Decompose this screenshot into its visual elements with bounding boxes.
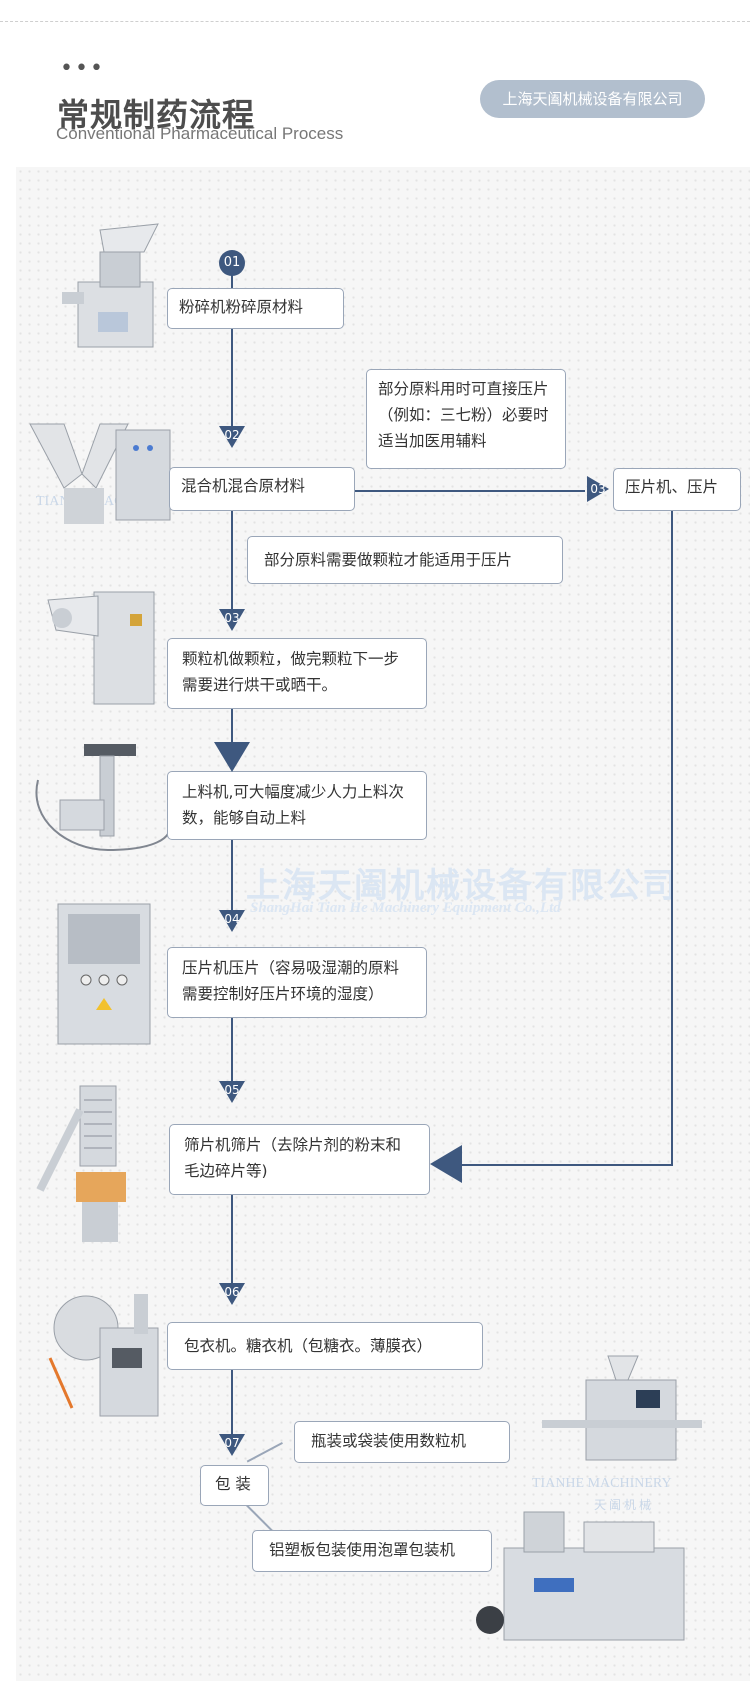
step-03-badge: 03 <box>224 611 240 625</box>
step-03-arrow-icon <box>219 609 245 631</box>
connector <box>462 1164 673 1166</box>
connector <box>355 490 585 492</box>
branch-return-arrow-icon <box>430 1145 462 1183</box>
connector <box>231 709 233 742</box>
note-bottle-box: 瓶装或袋装使用数粒机 <box>294 1421 510 1463</box>
blister-packing-machine-icon <box>476 1511 685 1641</box>
step-07-text: 包 装 <box>215 1475 251 1493</box>
branch-box: 压片机、压片 <box>613 468 741 511</box>
step-06-arrow-icon <box>219 1283 245 1305</box>
watermark-brand-2-cn: 天 阖 机 械 <box>594 1498 652 1512</box>
connector <box>231 1018 233 1081</box>
watermark-company-cn: 上海天阖机械设备有限公司 <box>246 866 678 906</box>
company-badge: 上海天阖机械设备有限公司 <box>480 80 705 118</box>
mixer-machine-icon <box>29 423 171 524</box>
step-03-box: 颗粒机做颗粒，做完颗粒下一步需要进行烘干或晒干。 <box>167 638 427 709</box>
step-01-box: 粉碎机粉碎原材料 <box>167 288 344 329</box>
watermark-brand-2: TIANHE MACHINERY <box>532 1476 672 1491</box>
counting-machine-icon <box>542 1355 702 1461</box>
step-07-arrow-icon <box>219 1434 245 1456</box>
step-05-arrow-icon <box>219 1081 245 1103</box>
step-06-text: 包衣机。糖衣机（包糖衣。薄膜衣） <box>184 1337 433 1355</box>
note-granule-text: 部分原料需要做颗粒才能适用于压片 <box>264 551 513 569</box>
step-04-text: 压片机压片（容易吸湿潮的原料需要控制好压片环境的湿度） <box>182 959 400 1003</box>
step-02-arrow-icon <box>219 426 245 448</box>
feeder-text: 上料机,可大幅度减少人力上料次数，能够自动上料 <box>182 783 404 827</box>
page-subtitle: Conventional Pharmaceutical Process <box>56 124 344 143</box>
watermark-company-en: ShangHai Tian He Machinery Equipment Co.… <box>250 900 561 916</box>
connector <box>231 840 233 910</box>
granulator-machine-icon <box>47 591 155 705</box>
note-blister-box: 铝塑板包装使用泡罩包装机 <box>252 1530 492 1572</box>
connector <box>231 329 233 426</box>
note-direct-text: 部分原料用时可直接压片（例如：三七粉）必要时适当加医用辅料 <box>378 380 549 450</box>
step-07-box: 包 装 <box>200 1465 269 1506</box>
feeder-box: 上料机,可大幅度减少人力上料次数，能够自动上料 <box>167 771 427 840</box>
step-02-box: 混合机混合原材料 <box>169 467 355 511</box>
feeder-machine-icon <box>35 744 171 852</box>
step-01-text: 粉碎机粉碎原材料 <box>179 298 304 316</box>
step-01-badge: 01 <box>219 250 245 276</box>
header-dots: ••• <box>60 56 105 81</box>
note-direct-box: 部分原料用时可直接压片（例如：三七粉）必要时适当加医用辅料 <box>366 369 566 469</box>
note-blister-text: 铝塑板包装使用泡罩包装机 <box>269 1541 456 1559</box>
step-04-badge: 04 <box>224 912 240 926</box>
step-07-badge: 07 <box>224 1436 240 1450</box>
deduster-machine-icon <box>36 1085 126 1242</box>
step-03-text: 颗粒机做颗粒，做完颗粒下一步需要进行烘干或晒干。 <box>182 650 400 694</box>
tablet-press-machine-icon <box>57 903 151 1045</box>
step-05-box: 筛片机筛片（去除片剂的粉末和毛边碎片等) <box>169 1124 430 1195</box>
feeder-arrow-icon <box>214 742 250 772</box>
page-title: 常规制药流程 <box>57 96 256 134</box>
step-02-text: 混合机混合原材料 <box>181 477 306 495</box>
step-05-text: 筛片机筛片（去除片剂的粉末和毛边碎片等) <box>184 1136 402 1180</box>
connector <box>671 511 673 1165</box>
connector <box>231 1195 233 1283</box>
connector <box>231 1350 233 1434</box>
pulverizer-machine-icon <box>62 223 159 348</box>
branch-badge: 03 <box>590 482 606 496</box>
step-06-badge: 06 <box>224 1285 240 1299</box>
connector <box>231 511 233 609</box>
branch-text: 压片机、压片 <box>625 478 719 496</box>
step-06-box: 包衣机。糖衣机（包糖衣。薄膜衣） <box>167 1322 483 1370</box>
step-04-box: 压片机压片（容易吸湿潮的原料需要控制好压片环境的湿度） <box>167 947 427 1018</box>
step-02-badge: 02 <box>224 428 240 442</box>
step-05-badge: 05 <box>224 1083 240 1097</box>
note-granule-box: 部分原料需要做颗粒才能适用于压片 <box>247 536 563 584</box>
top-divider <box>0 21 750 22</box>
note-bottle-text: 瓶装或袋装使用数粒机 <box>311 1432 467 1450</box>
step-04-arrow-icon <box>219 910 245 932</box>
coating-machine-icon <box>48 1294 159 1417</box>
